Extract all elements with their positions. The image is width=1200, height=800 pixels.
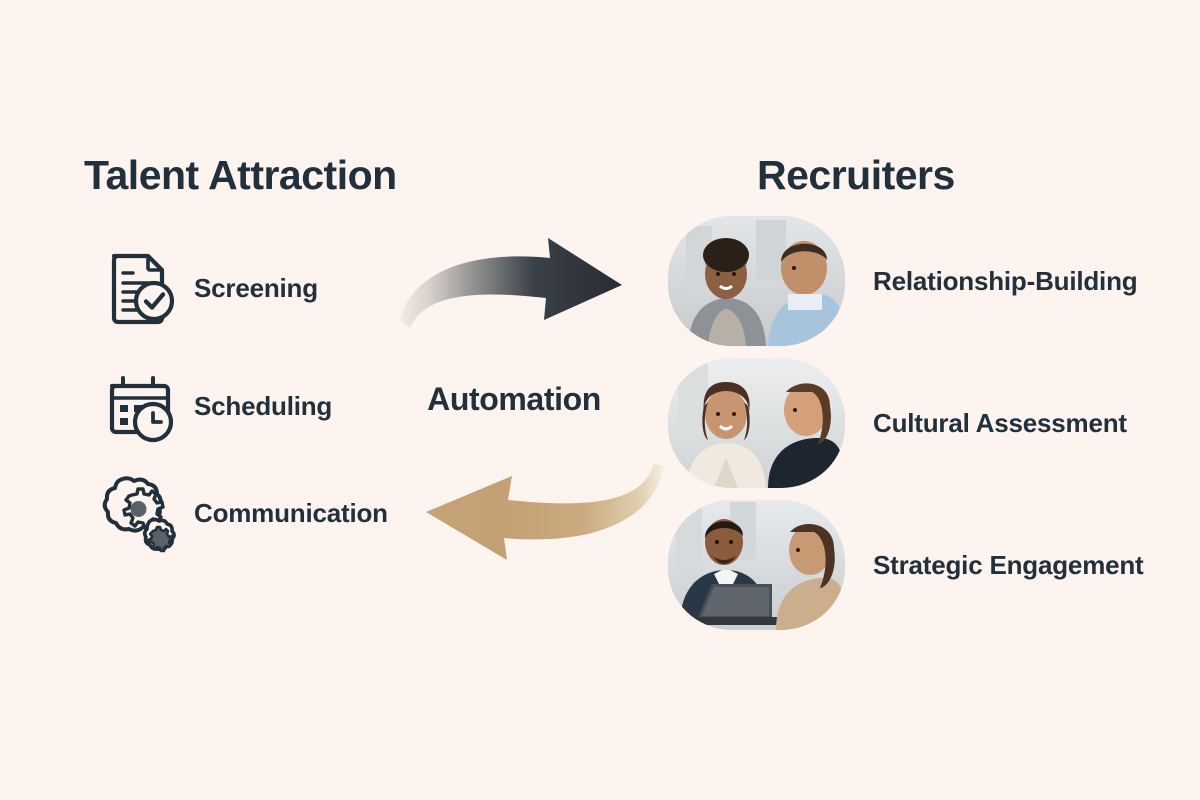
list-item: Communication xyxy=(100,473,388,553)
photo-two-women-conversation xyxy=(668,358,845,488)
list-item: Cultural Assessment xyxy=(668,358,1127,488)
chat-gears-icon xyxy=(100,473,178,553)
automation-label: Automation xyxy=(427,381,601,417)
list-item-label: Relationship-Building xyxy=(873,265,1138,296)
list-item: Scheduling xyxy=(100,366,332,446)
list-item: Relationship-Building xyxy=(668,216,1138,346)
list-item: Screening xyxy=(100,248,318,328)
arrow-right-dark xyxy=(400,238,622,328)
list-item-label: Strategic Engagement xyxy=(873,549,1144,580)
photo-two-colleagues-smiling xyxy=(668,216,845,346)
list-item-label: Communication xyxy=(194,497,388,528)
arrow-left-tan xyxy=(426,464,664,560)
calendar-clock-icon xyxy=(100,366,178,446)
column-heading-recruiters: Recruiters xyxy=(757,152,955,198)
list-item-label: Scheduling xyxy=(194,390,333,421)
column-heading-talent-attraction: Talent Attraction xyxy=(84,152,397,198)
list-item: Strategic Engagement xyxy=(668,500,1144,630)
photo-man-laptop-woman-meeting xyxy=(668,500,845,630)
list-item-label: Screening xyxy=(194,272,318,303)
list-item-label: Cultural Assessment xyxy=(873,407,1127,438)
document-check-icon xyxy=(100,248,178,328)
